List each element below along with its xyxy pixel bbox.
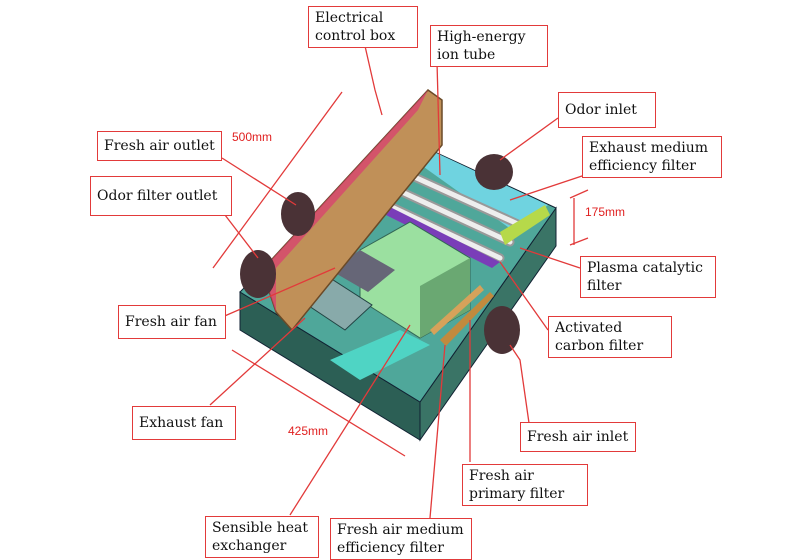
label-fresh-air-medium-filter: Fresh air medium efficiency filter xyxy=(330,518,472,560)
label-odor-filter-outlet: Odor filter outlet xyxy=(90,176,232,216)
label-activated-carbon-filter: Activated carbon filter xyxy=(548,316,672,358)
label-electrical-control-box: Electrical control box xyxy=(308,6,418,48)
label-fresh-air-inlet: Fresh air inlet xyxy=(520,422,636,452)
exhaust-channel xyxy=(400,150,548,232)
leader-lines xyxy=(209,45,589,519)
fresh-air-outlet-duct xyxy=(281,192,315,236)
odor-filter-outlet-duct xyxy=(240,250,276,298)
label-odor-inlet: Odor inlet xyxy=(558,92,656,128)
label-fresh-air-fan: Fresh air fan xyxy=(118,305,226,339)
dimension-height: 175mm xyxy=(585,205,626,219)
label-high-energy-ion-tube: High-energy ion tube xyxy=(430,25,548,67)
fresh-medium-filter xyxy=(430,285,484,335)
fresh-primary-filter xyxy=(440,292,494,346)
dimension-width: 425mm xyxy=(288,424,329,438)
bottom-cyan xyxy=(330,330,430,380)
label-exhaust-medium-filter: Exhaust medium efficiency filter xyxy=(582,136,722,178)
label-exhaust-fan: Exhaust fan xyxy=(132,406,236,440)
odor-inlet-duct xyxy=(475,154,513,190)
fresh-air-inlet-duct xyxy=(484,306,520,354)
label-plasma-catalytic-filter: Plasma catalytic filter xyxy=(580,256,716,298)
label-fresh-air-primary-filter: Fresh air primary filter xyxy=(462,464,588,506)
label-fresh-air-outlet: Fresh air outlet xyxy=(97,131,222,161)
label-sensible-heat-exchanger: Sensible heat exchanger xyxy=(205,516,319,558)
dimension-length: 500mm xyxy=(232,130,273,144)
plasma-filter xyxy=(500,205,550,245)
